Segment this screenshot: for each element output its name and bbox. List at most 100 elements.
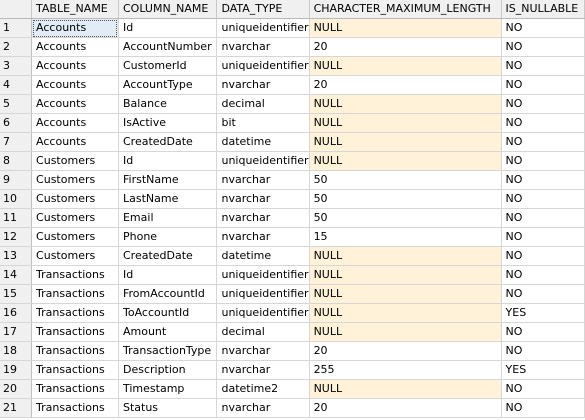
max-length-cell[interactable]: NULL — [309, 322, 502, 342]
data-type-cell[interactable]: uniqueidentifier — [216, 303, 310, 323]
data-type-cell[interactable]: nvarchar — [216, 398, 310, 418]
table-name-cell[interactable]: Accounts — [31, 113, 119, 133]
max-length-cell[interactable]: 50 — [309, 208, 502, 228]
row-number-cell[interactable]: 18 — [0, 341, 33, 361]
data-type-cell[interactable]: nvarchar — [216, 208, 310, 228]
max-length-cell[interactable]: NULL — [309, 94, 502, 114]
column-name-cell[interactable]: Status — [118, 398, 218, 418]
row-number-cell[interactable]: 9 — [0, 170, 33, 190]
table-name-cell[interactable]: Transactions — [31, 303, 119, 323]
is-nullable-cell[interactable]: NO — [501, 75, 585, 95]
column-name-cell[interactable]: CustomerId — [118, 56, 218, 76]
data-type-cell[interactable]: nvarchar — [216, 75, 310, 95]
data-type-cell[interactable]: nvarchar — [216, 341, 310, 361]
column-name-cell[interactable]: Balance — [118, 94, 218, 114]
is-nullable-cell[interactable]: NO — [501, 94, 585, 114]
table-name-cell[interactable]: Customers — [31, 246, 119, 266]
table-name-cell[interactable]: Accounts — [31, 94, 119, 114]
row-number-cell[interactable]: 17 — [0, 322, 33, 342]
column-name-cell[interactable]: CreatedDate — [118, 132, 218, 152]
max-length-cell[interactable]: NULL — [309, 284, 502, 304]
is-nullable-cell[interactable]: NO — [501, 208, 585, 228]
column-header-column-name[interactable]: COLUMN_NAME — [118, 0, 218, 19]
is-nullable-cell[interactable]: NO — [501, 379, 585, 399]
table-name-cell[interactable]: Transactions — [31, 322, 119, 342]
table-name-cell[interactable]: Accounts — [31, 132, 119, 152]
max-length-cell[interactable]: 20 — [309, 398, 502, 418]
row-number-cell[interactable]: 10 — [0, 189, 33, 209]
is-nullable-cell[interactable]: NO — [501, 151, 585, 171]
column-name-cell[interactable]: Email — [118, 208, 218, 228]
is-nullable-cell[interactable]: NO — [501, 284, 585, 304]
column-name-cell[interactable]: Description — [118, 360, 218, 380]
max-length-cell[interactable]: 20 — [309, 75, 502, 95]
max-length-cell[interactable]: 50 — [309, 189, 502, 209]
column-name-cell[interactable]: LastName — [118, 189, 218, 209]
column-name-cell[interactable]: Timestamp — [118, 379, 218, 399]
row-number-cell[interactable]: 8 — [0, 151, 33, 171]
is-nullable-cell[interactable]: NO — [501, 132, 585, 152]
table-name-cell[interactable]: Accounts — [31, 18, 119, 38]
table-name-cell[interactable]: Transactions — [31, 379, 119, 399]
data-type-cell[interactable]: nvarchar — [216, 360, 310, 380]
table-name-cell[interactable]: Customers — [31, 151, 119, 171]
row-number-cell[interactable]: 12 — [0, 227, 33, 247]
max-length-cell[interactable]: 255 — [309, 360, 502, 380]
row-number-cell[interactable]: 11 — [0, 208, 33, 228]
row-number-cell[interactable]: 16 — [0, 303, 33, 323]
max-length-cell[interactable]: 50 — [309, 170, 502, 190]
corner-header[interactable] — [0, 0, 33, 19]
data-type-cell[interactable]: bit — [216, 113, 310, 133]
is-nullable-cell[interactable]: NO — [501, 227, 585, 247]
data-type-cell[interactable]: uniqueidentifier — [216, 151, 310, 171]
row-number-cell[interactable]: 2 — [0, 37, 33, 57]
row-number-cell[interactable]: 13 — [0, 246, 33, 266]
data-type-cell[interactable]: nvarchar — [216, 227, 310, 247]
is-nullable-cell[interactable]: NO — [501, 37, 585, 57]
is-nullable-cell[interactable]: NO — [501, 56, 585, 76]
data-type-cell[interactable]: datetime — [216, 132, 310, 152]
is-nullable-cell[interactable]: NO — [501, 113, 585, 133]
row-number-cell[interactable]: 15 — [0, 284, 33, 304]
column-name-cell[interactable]: Id — [118, 265, 218, 285]
table-name-cell[interactable]: Transactions — [31, 284, 119, 304]
column-name-cell[interactable]: Id — [118, 18, 218, 38]
data-type-cell[interactable]: nvarchar — [216, 170, 310, 190]
is-nullable-cell[interactable]: NO — [501, 170, 585, 190]
row-number-cell[interactable]: 6 — [0, 113, 33, 133]
data-type-cell[interactable]: nvarchar — [216, 189, 310, 209]
data-type-cell[interactable]: uniqueidentifier — [216, 18, 310, 38]
max-length-cell[interactable]: 20 — [309, 341, 502, 361]
row-number-cell[interactable]: 1 — [0, 18, 33, 38]
table-name-cell[interactable]: Transactions — [31, 398, 119, 418]
row-number-cell[interactable]: 3 — [0, 56, 33, 76]
row-number-cell[interactable]: 19 — [0, 360, 33, 380]
data-type-cell[interactable]: uniqueidentifier — [216, 265, 310, 285]
column-name-cell[interactable]: AccountNumber — [118, 37, 218, 57]
data-type-cell[interactable]: decimal — [216, 322, 310, 342]
column-name-cell[interactable]: FromAccountId — [118, 284, 218, 304]
row-number-cell[interactable]: 21 — [0, 398, 33, 418]
column-name-cell[interactable]: AccountType — [118, 75, 218, 95]
column-header-data-type[interactable]: DATA_TYPE — [216, 0, 310, 19]
table-name-cell[interactable]: Transactions — [31, 265, 119, 285]
max-length-cell[interactable]: NULL — [309, 132, 502, 152]
row-number-cell[interactable]: 4 — [0, 75, 33, 95]
column-name-cell[interactable]: CreatedDate — [118, 246, 218, 266]
column-name-cell[interactable]: Id — [118, 151, 218, 171]
column-name-cell[interactable]: Amount — [118, 322, 218, 342]
max-length-cell[interactable]: 15 — [309, 227, 502, 247]
is-nullable-cell[interactable]: NO — [501, 189, 585, 209]
table-name-cell[interactable]: Accounts — [31, 56, 119, 76]
